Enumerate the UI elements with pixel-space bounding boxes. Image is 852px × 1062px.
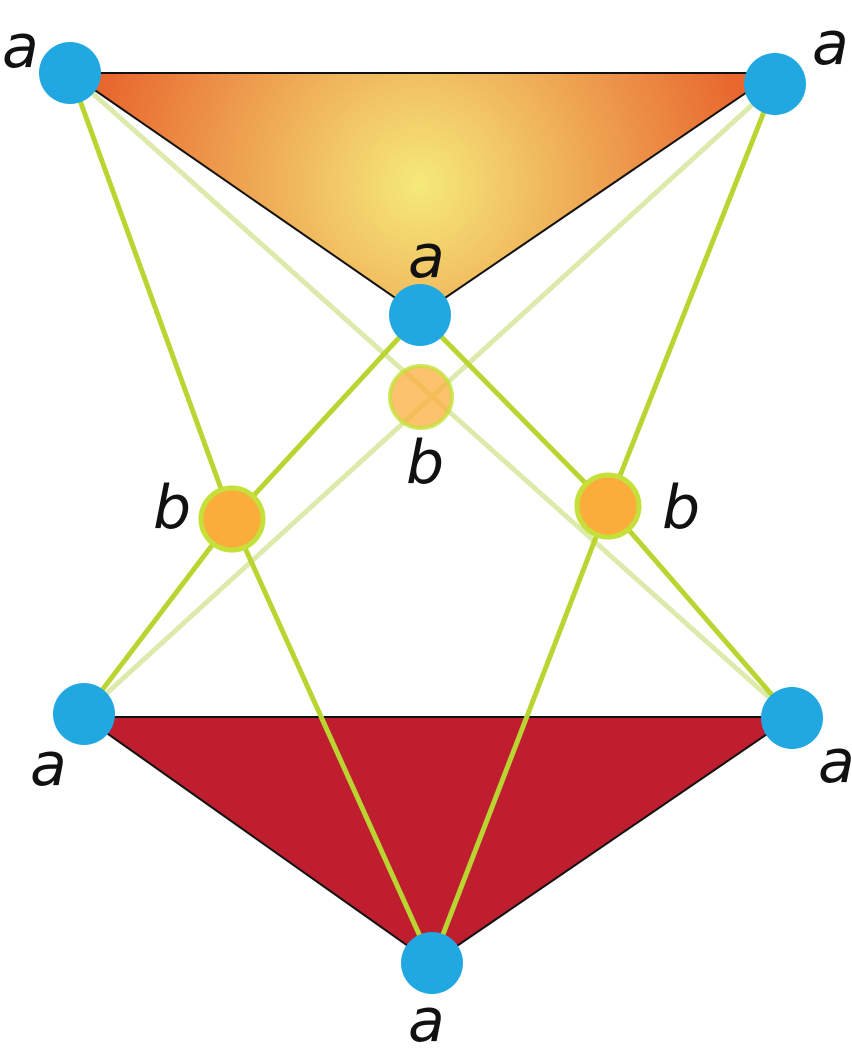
bottom-triangle-face (80, 716, 796, 965)
label-b-right: b (662, 473, 700, 543)
bond-front-5 (230, 313, 422, 521)
bond-front-2 (229, 517, 435, 965)
bond-front-4 (429, 505, 611, 964)
bond-front-8 (606, 504, 794, 720)
bond-front-3 (605, 83, 778, 507)
top-triangle-face (66, 72, 779, 317)
a-atoms (39, 42, 823, 994)
atom-a-bottom-right (761, 687, 823, 749)
atom-a-top-center (389, 284, 451, 346)
atom-a-bottom-center (401, 932, 463, 994)
label-a-top-left: a (2, 12, 39, 82)
label-a-top-right: a (812, 9, 849, 79)
atom-b-right (574, 472, 642, 540)
atom-a-top-left (39, 42, 101, 104)
label-a-bottom-right: a (818, 727, 852, 797)
label-b-rear: b (406, 428, 444, 498)
atom-a-top-right (744, 53, 806, 115)
bond-front-6 (82, 517, 234, 716)
label-a-bottom-left: a (30, 730, 67, 800)
bond-front-7 (418, 313, 610, 508)
atom-a-bottom-left (53, 683, 115, 745)
label-a-top-center: a (408, 222, 445, 292)
front-bonds (67, 72, 794, 965)
bond-front-1 (67, 72, 235, 520)
label-a-bottom-center: a (408, 986, 445, 1056)
atom-b-left (198, 485, 266, 553)
atom-b-rear (388, 364, 454, 430)
label-b-left: b (153, 473, 191, 543)
